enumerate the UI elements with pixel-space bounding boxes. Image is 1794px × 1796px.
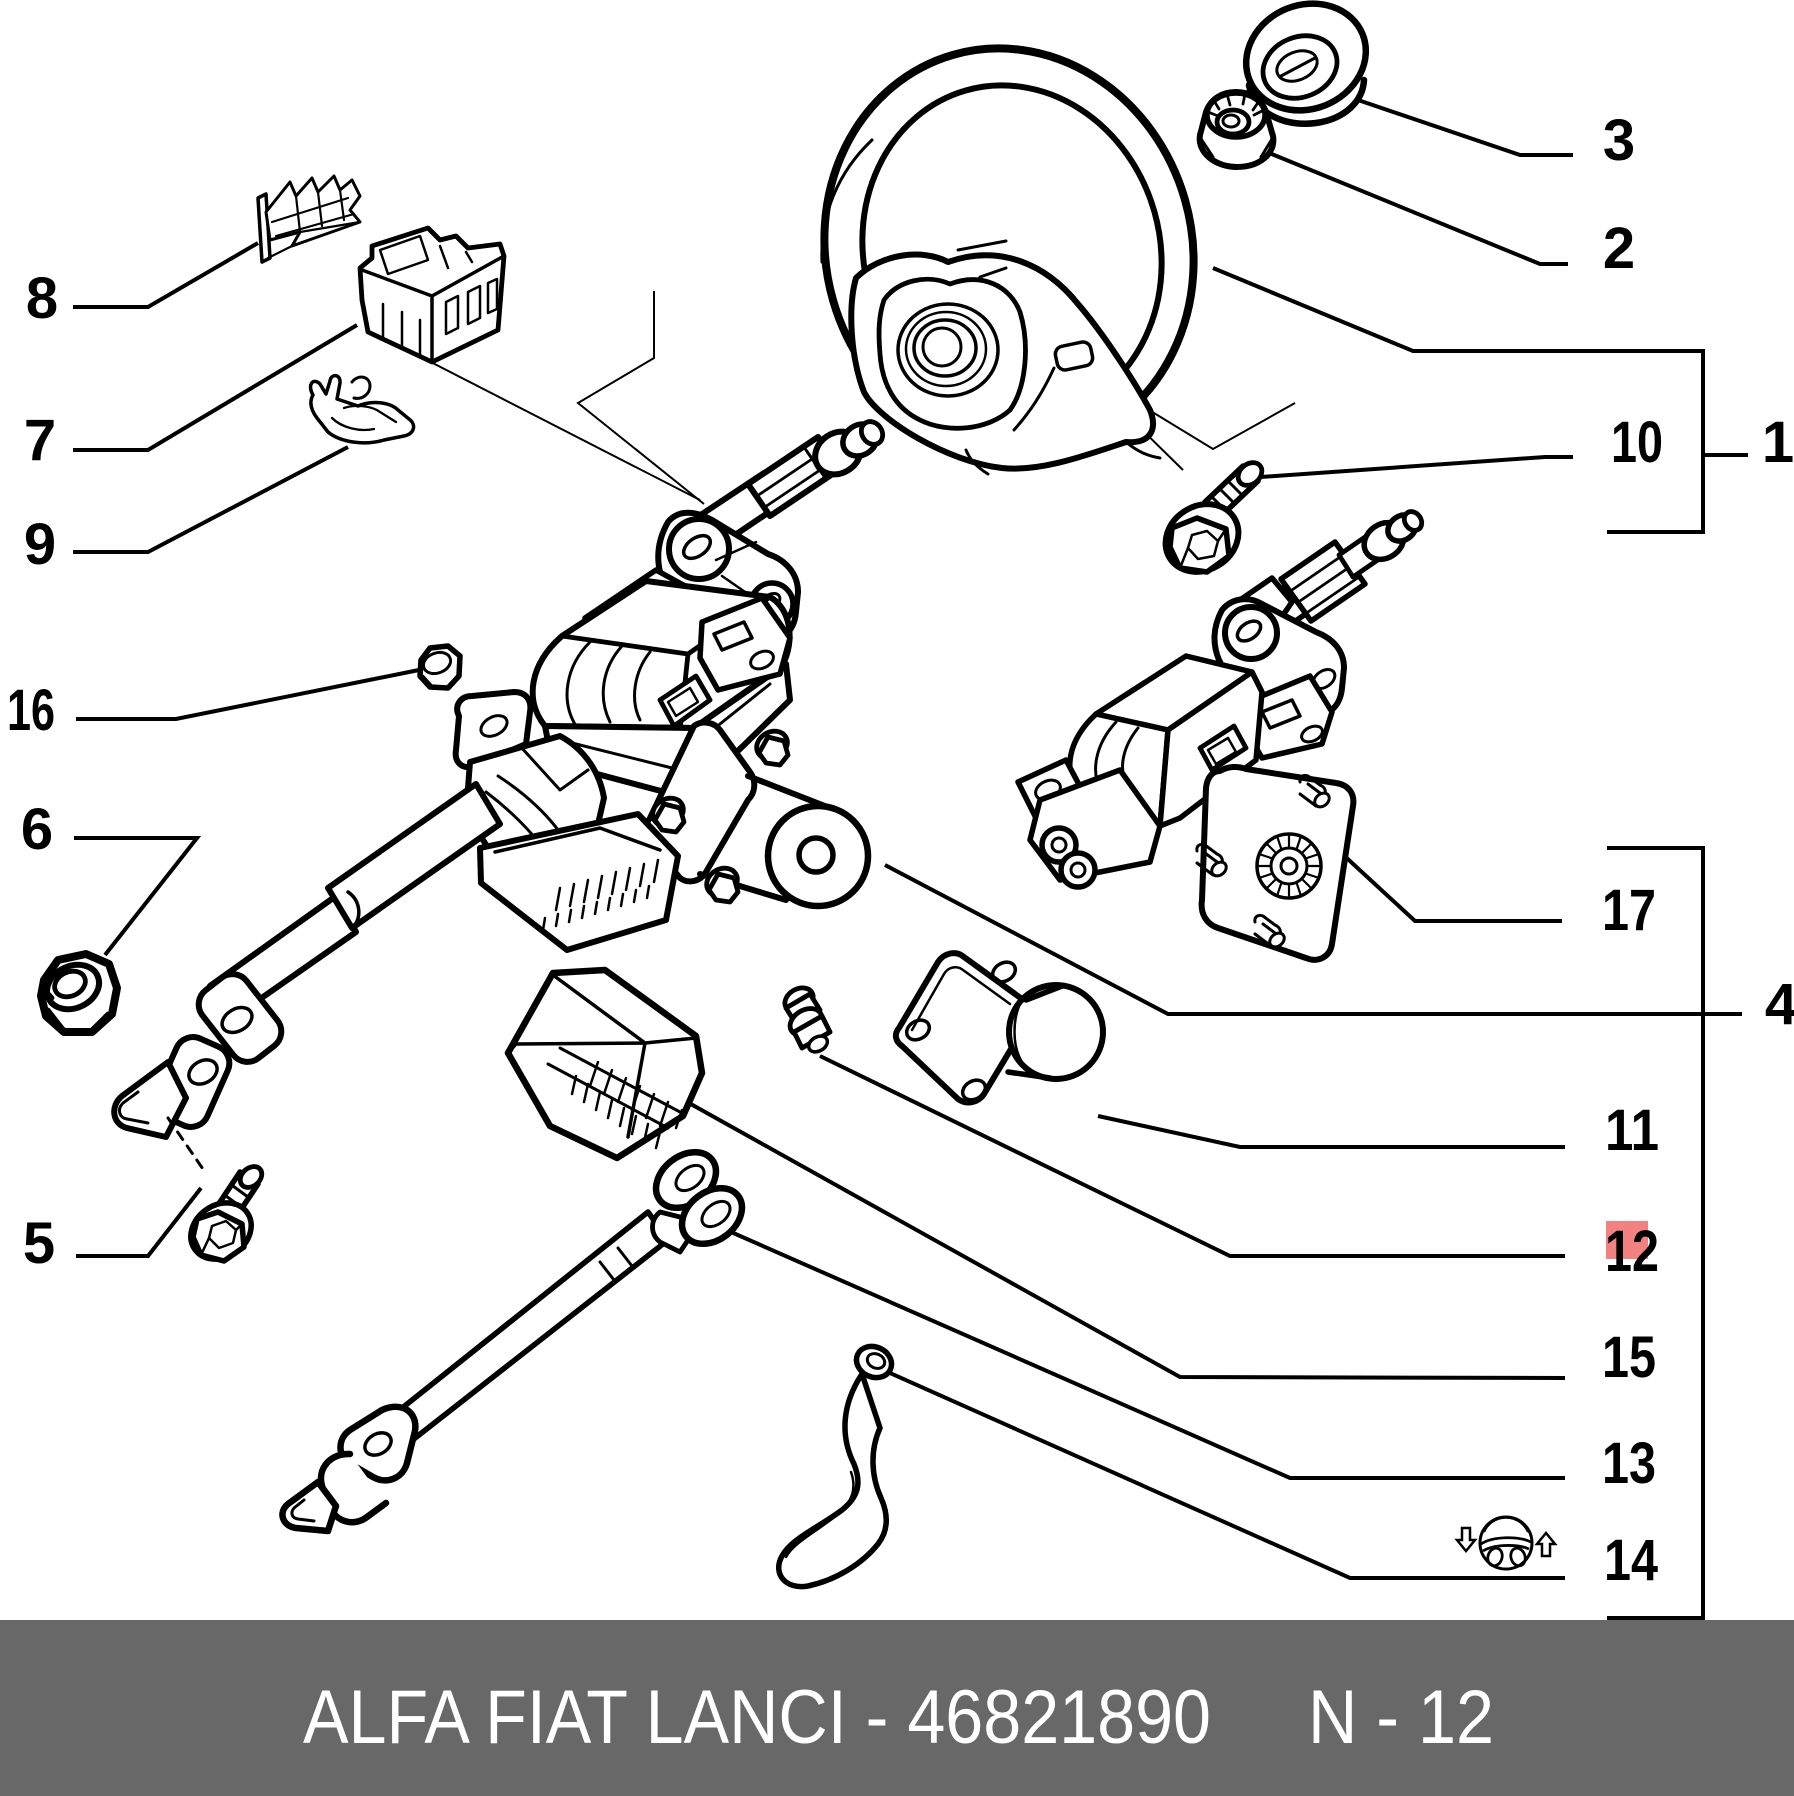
svg-text:3: 3 [1603, 108, 1635, 173]
svg-text:16: 16 [7, 678, 55, 743]
svg-text:15: 15 [1602, 1325, 1656, 1390]
svg-text:1: 1 [1762, 410, 1794, 475]
svg-text:2: 2 [1603, 216, 1635, 281]
svg-text:13: 13 [1602, 1431, 1656, 1496]
svg-text:11: 11 [1605, 1098, 1659, 1163]
svg-text:8: 8 [26, 266, 58, 331]
svg-text:14: 14 [1604, 1528, 1658, 1593]
svg-text:7: 7 [24, 408, 56, 473]
svg-text:12: 12 [1605, 1219, 1659, 1284]
svg-text:10: 10 [1611, 410, 1663, 475]
svg-text:17: 17 [1602, 878, 1656, 943]
svg-text:9: 9 [24, 512, 56, 577]
svg-text:4: 4 [1765, 972, 1794, 1037]
svg-text:6: 6 [21, 797, 53, 862]
svg-text:N - 12: N - 12 [1308, 1675, 1494, 1760]
svg-text:ALFA FIAT LANCI - 46821890: ALFA FIAT LANCI - 46821890 [303, 1675, 1211, 1760]
svg-text:5: 5 [23, 1211, 55, 1276]
